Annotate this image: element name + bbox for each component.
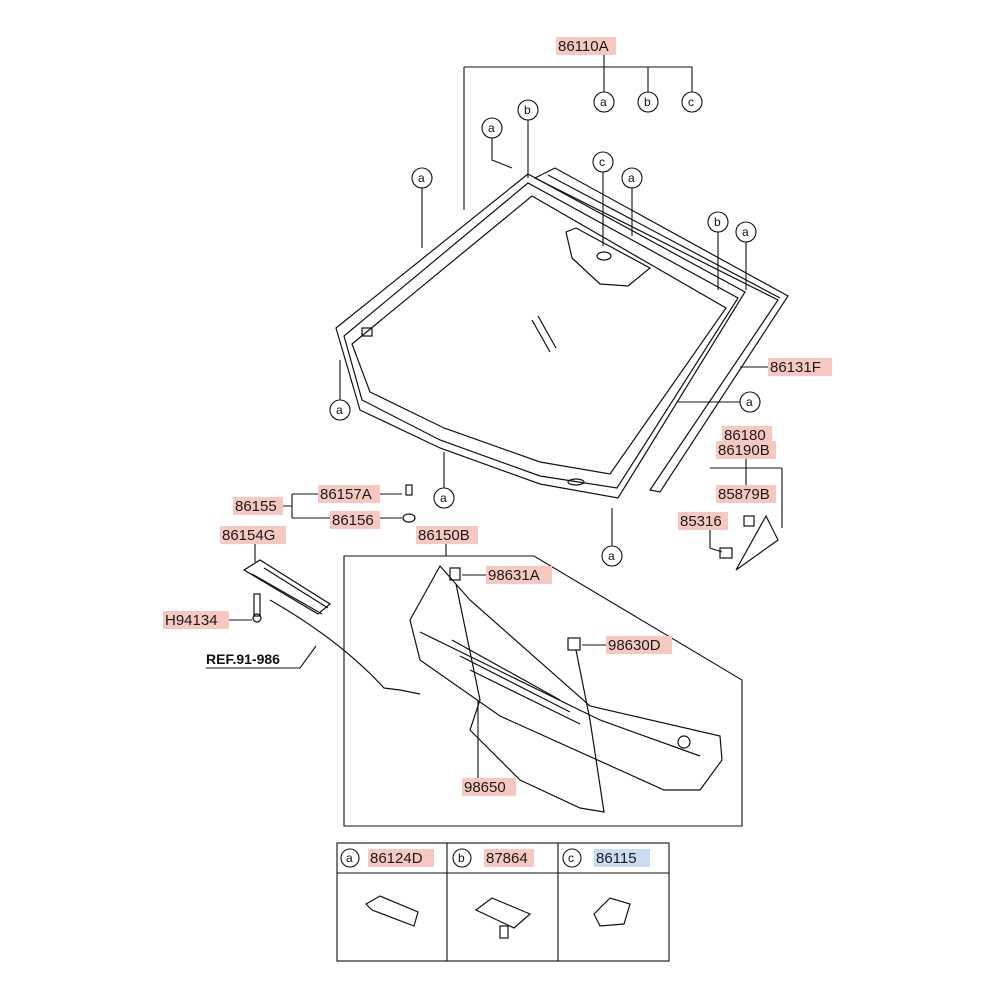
label-H94134: H94134: [163, 611, 252, 629]
callout-a-top: a: [593, 91, 615, 113]
callout-a-1: a: [481, 117, 513, 169]
label-86155: 86155: [233, 497, 283, 515]
label-98650: 98650: [462, 700, 516, 796]
svg-text:86115: 86115: [596, 850, 637, 867]
svg-text:a: a: [746, 395, 753, 409]
callout-a-5: a: [329, 360, 351, 421]
svg-text:b: b: [644, 95, 651, 109]
callout-a-7: a: [433, 452, 455, 509]
callout-c-1: c: [592, 151, 614, 246]
svg-text:86190B: 86190B: [718, 442, 770, 459]
svg-text:a: a: [440, 491, 447, 505]
svg-text:c: c: [688, 95, 694, 109]
callout-a-2: a: [411, 167, 433, 248]
label-86131F: 86131F: [740, 358, 832, 376]
svg-text:a: a: [488, 121, 495, 135]
svg-text:98650: 98650: [464, 779, 506, 796]
svg-text:b: b: [714, 215, 721, 229]
label-86157A: 86157A: [318, 485, 380, 503]
legend-c: c 86115: [562, 848, 650, 927]
svg-text:86110A: 86110A: [558, 38, 609, 55]
svg-text:87864: 87864: [486, 850, 528, 867]
svg-text:a: a: [742, 225, 749, 239]
svg-text:85879B: 85879B: [718, 486, 770, 503]
washer-86156: [402, 513, 416, 523]
label-85316: 85316: [678, 512, 728, 530]
nozzle-98630D: [567, 637, 581, 651]
svg-text:c: c: [599, 155, 605, 169]
svg-text:86180: 86180: [724, 427, 766, 444]
label-85879B: 85879B: [716, 485, 776, 503]
svg-text:86124D: 86124D: [370, 850, 423, 867]
svg-text:a: a: [628, 171, 635, 185]
label-86150B: 86150B: [416, 526, 478, 556]
bolt-H94134: [252, 593, 262, 623]
svg-text:a: a: [600, 95, 607, 109]
screw-86157A: [405, 484, 413, 496]
svg-text:86155: 86155: [235, 498, 277, 515]
callout-a-8: a: [601, 508, 623, 567]
callout-a-6: a: [678, 391, 761, 413]
svg-text:85316: 85316: [680, 513, 722, 530]
svg-text:86156: 86156: [332, 512, 374, 529]
callout-c-top: c: [681, 91, 703, 113]
svg-text:REF.91-986: REF.91-986: [206, 651, 280, 667]
svg-text:86154G: 86154G: [222, 527, 275, 544]
molding-86131F: [533, 167, 789, 493]
leader-86180: [709, 459, 783, 553]
callout-a-4: a: [735, 221, 757, 290]
garnish-part: [719, 514, 779, 571]
svg-text:H94134: H94134: [165, 612, 218, 629]
cowl-box: [343, 555, 743, 827]
svg-text:86150B: 86150B: [418, 527, 470, 544]
legend-table: [336, 842, 670, 962]
nozzle-98631A: [449, 567, 461, 581]
label-86156: 86156: [330, 511, 380, 529]
svg-text:b: b: [458, 851, 465, 865]
cowl-panel: [409, 564, 723, 791]
svg-text:86131F: 86131F: [770, 359, 821, 376]
leader-86110A: [463, 55, 693, 210]
label-86190B: 86190B: [716, 441, 776, 459]
ref-91-986: REF.91-986: [206, 645, 317, 669]
callout-b-top: b: [637, 91, 659, 113]
svg-text:86157A: 86157A: [320, 486, 372, 503]
callout-b-1: b: [517, 99, 539, 178]
label-98630D: 98630D: [582, 636, 672, 654]
callout-a-3: a: [621, 167, 643, 236]
svg-text:98631A: 98631A: [488, 567, 540, 584]
label-86180: 86180: [722, 426, 772, 444]
label-98631A: 98631A: [462, 566, 552, 584]
legend-a: a 86124D: [340, 848, 434, 927]
seal-86154G: [242, 559, 421, 695]
svg-text:c: c: [568, 851, 574, 865]
label-86154G: 86154G: [220, 526, 286, 562]
callout-b-2: b: [707, 211, 729, 290]
svg-text:b: b: [524, 103, 531, 117]
svg-text:a: a: [346, 851, 353, 865]
svg-text:98630D: 98630D: [608, 637, 661, 654]
windshield-glass: [335, 173, 746, 499]
svg-text:a: a: [418, 171, 425, 185]
label-86110A: 86110A: [556, 37, 616, 55]
svg-text:a: a: [608, 549, 615, 563]
svg-text:a: a: [336, 403, 343, 417]
legend-b: b 87864: [452, 848, 534, 939]
leader-86155: [283, 493, 402, 519]
